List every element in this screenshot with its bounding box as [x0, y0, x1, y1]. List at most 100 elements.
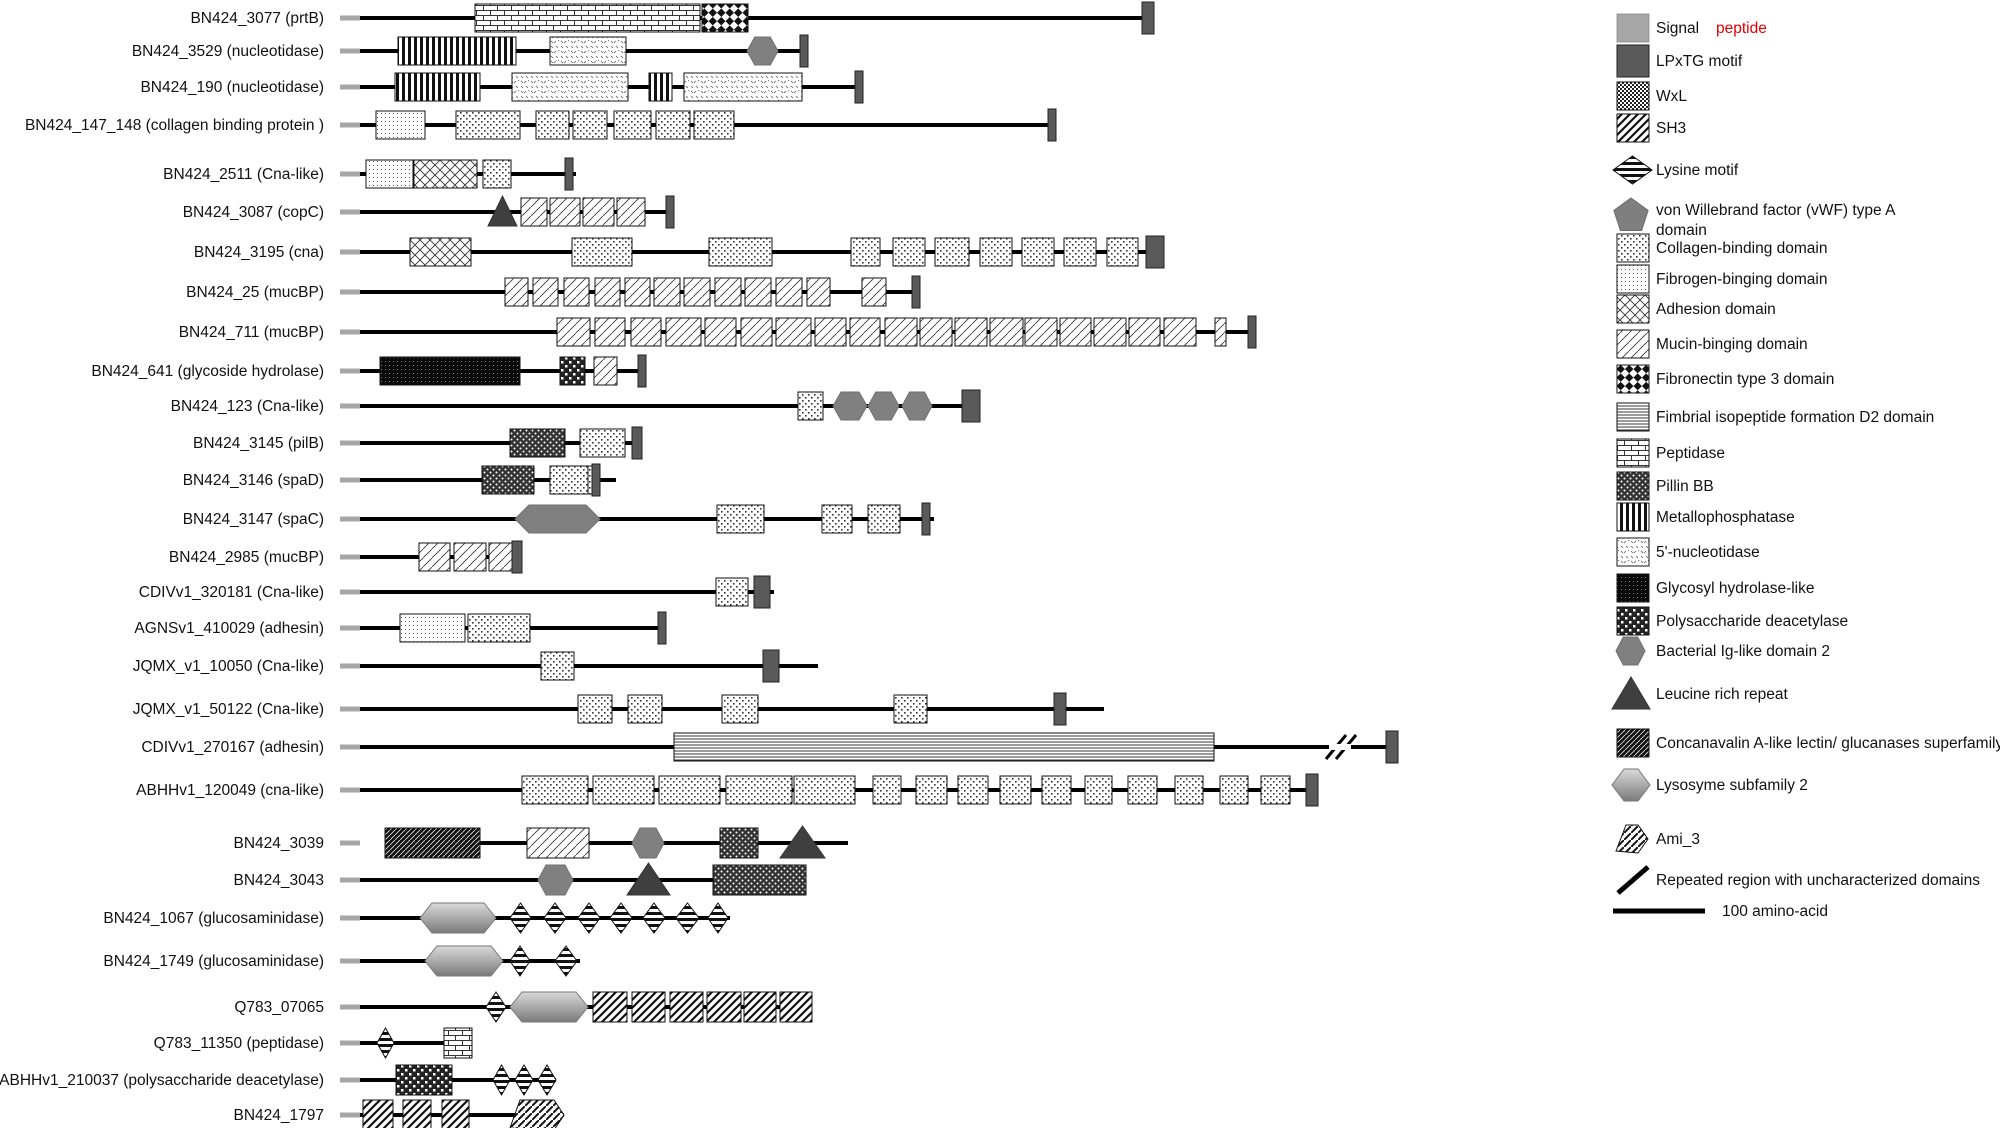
peptidase-domain: [474, 3, 701, 33]
signal-peptide: [340, 249, 360, 255]
signal-peptide: [340, 477, 360, 483]
collagen-binding-domain: [999, 775, 1032, 805]
legend-label: Signal: [1656, 20, 1699, 37]
ami3-domain: [1615, 824, 1649, 854]
bacterial-ig-like-domain: [901, 391, 933, 421]
mucin-binding-domain: [453, 542, 487, 572]
signal-peptide: [340, 787, 360, 793]
mucin-binding-domain: [563, 277, 590, 307]
mucin-binding-domain: [744, 277, 772, 307]
collagen-binding-domain: [708, 237, 773, 267]
mucin-binding-domain: [1059, 317, 1092, 347]
lpxtg-motif: [1145, 235, 1165, 269]
protein-row: CDIVv1_270167 (adhesin): [141, 730, 1399, 764]
signal-peptide: [340, 440, 360, 446]
pillin-bb-domain: [481, 465, 535, 495]
vwf-domain: [1613, 197, 1649, 232]
mucin-binding-domain: [806, 277, 831, 307]
mucin-binding-domain: [849, 317, 881, 347]
signal-peptide: [340, 744, 360, 750]
lysine-motif: [537, 1064, 557, 1096]
glycosyl-hydrolase-domain: [1616, 573, 1650, 603]
protein-label: BN424_1749 (glucosaminidase): [103, 953, 324, 970]
mucin-binding-domain: [1024, 317, 1058, 347]
legend-label: Repeated region with uncharacterized dom…: [1656, 872, 1980, 889]
mucin-binding-domain: [582, 197, 615, 227]
mucin-binding-domain: [532, 277, 559, 307]
mucin-binding-domain: [418, 542, 451, 572]
legend-item: Adhesion domain: [1616, 294, 1776, 324]
mucin-binding-domain: [740, 317, 773, 347]
protein-label: JQMX_v1_50122 (Cna-like): [133, 701, 324, 718]
legend-label: Collagen-binding domain: [1656, 240, 1827, 257]
legend-label: Metallophosphatase: [1656, 509, 1795, 526]
legend-label: 100 amino-acid: [1722, 903, 1828, 920]
protein-row: BN424_3195 (cna): [194, 235, 1165, 269]
collagen-binding-domain: [721, 694, 759, 724]
collagen-binding-domain: [587, 465, 593, 495]
protein-label: ABHHv1_210037 (polysaccharide deacetylas…: [0, 1072, 324, 1089]
lysine-motif: [509, 902, 532, 934]
adhesion-domain: [1616, 294, 1650, 324]
legend-item: 5'-nucleotidase: [1616, 537, 1760, 567]
protein-row: BN424_641 (glycoside hydrolase): [91, 354, 647, 388]
lpxtg-motif: [631, 426, 643, 460]
protein-row: BN424_123 (Cna-like): [171, 389, 981, 423]
protein-label: BN424_3195 (cna): [194, 244, 324, 261]
collagen-binding-domain: [867, 504, 901, 534]
concanavalin-lectin-domain: [1616, 728, 1650, 758]
protein-label: BN424_2511 (Cna-like): [163, 166, 324, 183]
sh3-domain: [441, 1099, 470, 1128]
mucin-binding-domain: [1616, 329, 1650, 359]
adhesion-domain: [413, 159, 478, 189]
metallophosphatase-domain: [1616, 502, 1650, 532]
signal-peptide: [340, 1004, 360, 1010]
protein-label: BN424_3146 (spaD): [183, 472, 324, 489]
concanavalin-lectin-domain: [384, 827, 481, 859]
signal-peptide: [340, 289, 360, 295]
legend-label: Lysosyme subfamily 2: [1656, 777, 1808, 794]
sh3-domain: [779, 991, 813, 1023]
peptidase-domain: [443, 1027, 473, 1059]
lysozyme-domain: [514, 504, 601, 534]
collagen-binding-domain: [716, 504, 765, 534]
mucin-binding-domain: [989, 317, 1024, 347]
legend-item: Metallophosphatase: [1616, 502, 1795, 532]
collagen-binding-domain: [482, 159, 512, 189]
collagen-binding-domain: [850, 237, 881, 267]
nucleotidase-domain: [549, 36, 627, 66]
legend-label: Peptidase: [1656, 445, 1725, 462]
protein-label: BN424_3043: [234, 872, 325, 889]
collagen-binding-domain: [579, 428, 626, 458]
mucin-binding-domain: [665, 317, 702, 347]
legend-item: Ami_3: [1615, 824, 1700, 854]
legend-item: Pillin BB: [1616, 471, 1714, 501]
bacterial-ig-like-domain: [746, 36, 779, 66]
collagen-binding-domain: [577, 694, 613, 724]
collagen-binding-domain: [957, 775, 989, 805]
polysaccharide-deacetylase-domain: [1616, 606, 1650, 636]
legend-item: 100 amino-acid: [1613, 903, 1828, 920]
bacterial-ig-like-domain: [832, 391, 868, 421]
collagen-binding-domain: [1174, 775, 1204, 805]
mucin-binding-domain: [488, 542, 513, 572]
legend-label: SH3: [1656, 120, 1686, 137]
mucin-binding-domain: [775, 317, 812, 347]
collagen-binding-domain: [1219, 775, 1249, 805]
mucin-binding-domain: [1214, 317, 1227, 347]
collagen-binding-domain: [693, 110, 735, 140]
legend-label-highlight: peptide: [1716, 20, 1767, 37]
repeated-region-mark: [1616, 865, 1650, 895]
lpxtg-motif: [1047, 108, 1057, 142]
legend-item: WxL: [1616, 81, 1687, 111]
signal-peptide: [340, 1077, 360, 1083]
legend-item: Peptidase: [1616, 438, 1725, 468]
adhesion-domain: [409, 237, 472, 267]
mucin-binding-domain: [630, 317, 662, 347]
legend-label: 5'-nucleotidase: [1656, 544, 1760, 561]
legend-label: Bacterial Ig-like domain 2: [1656, 643, 1830, 660]
protein-row: AGNSv1_410029 (adhesin): [134, 611, 667, 645]
pillin-bb-domain: [712, 864, 807, 896]
fimbrial-isopeptide-domain: [673, 732, 1215, 762]
